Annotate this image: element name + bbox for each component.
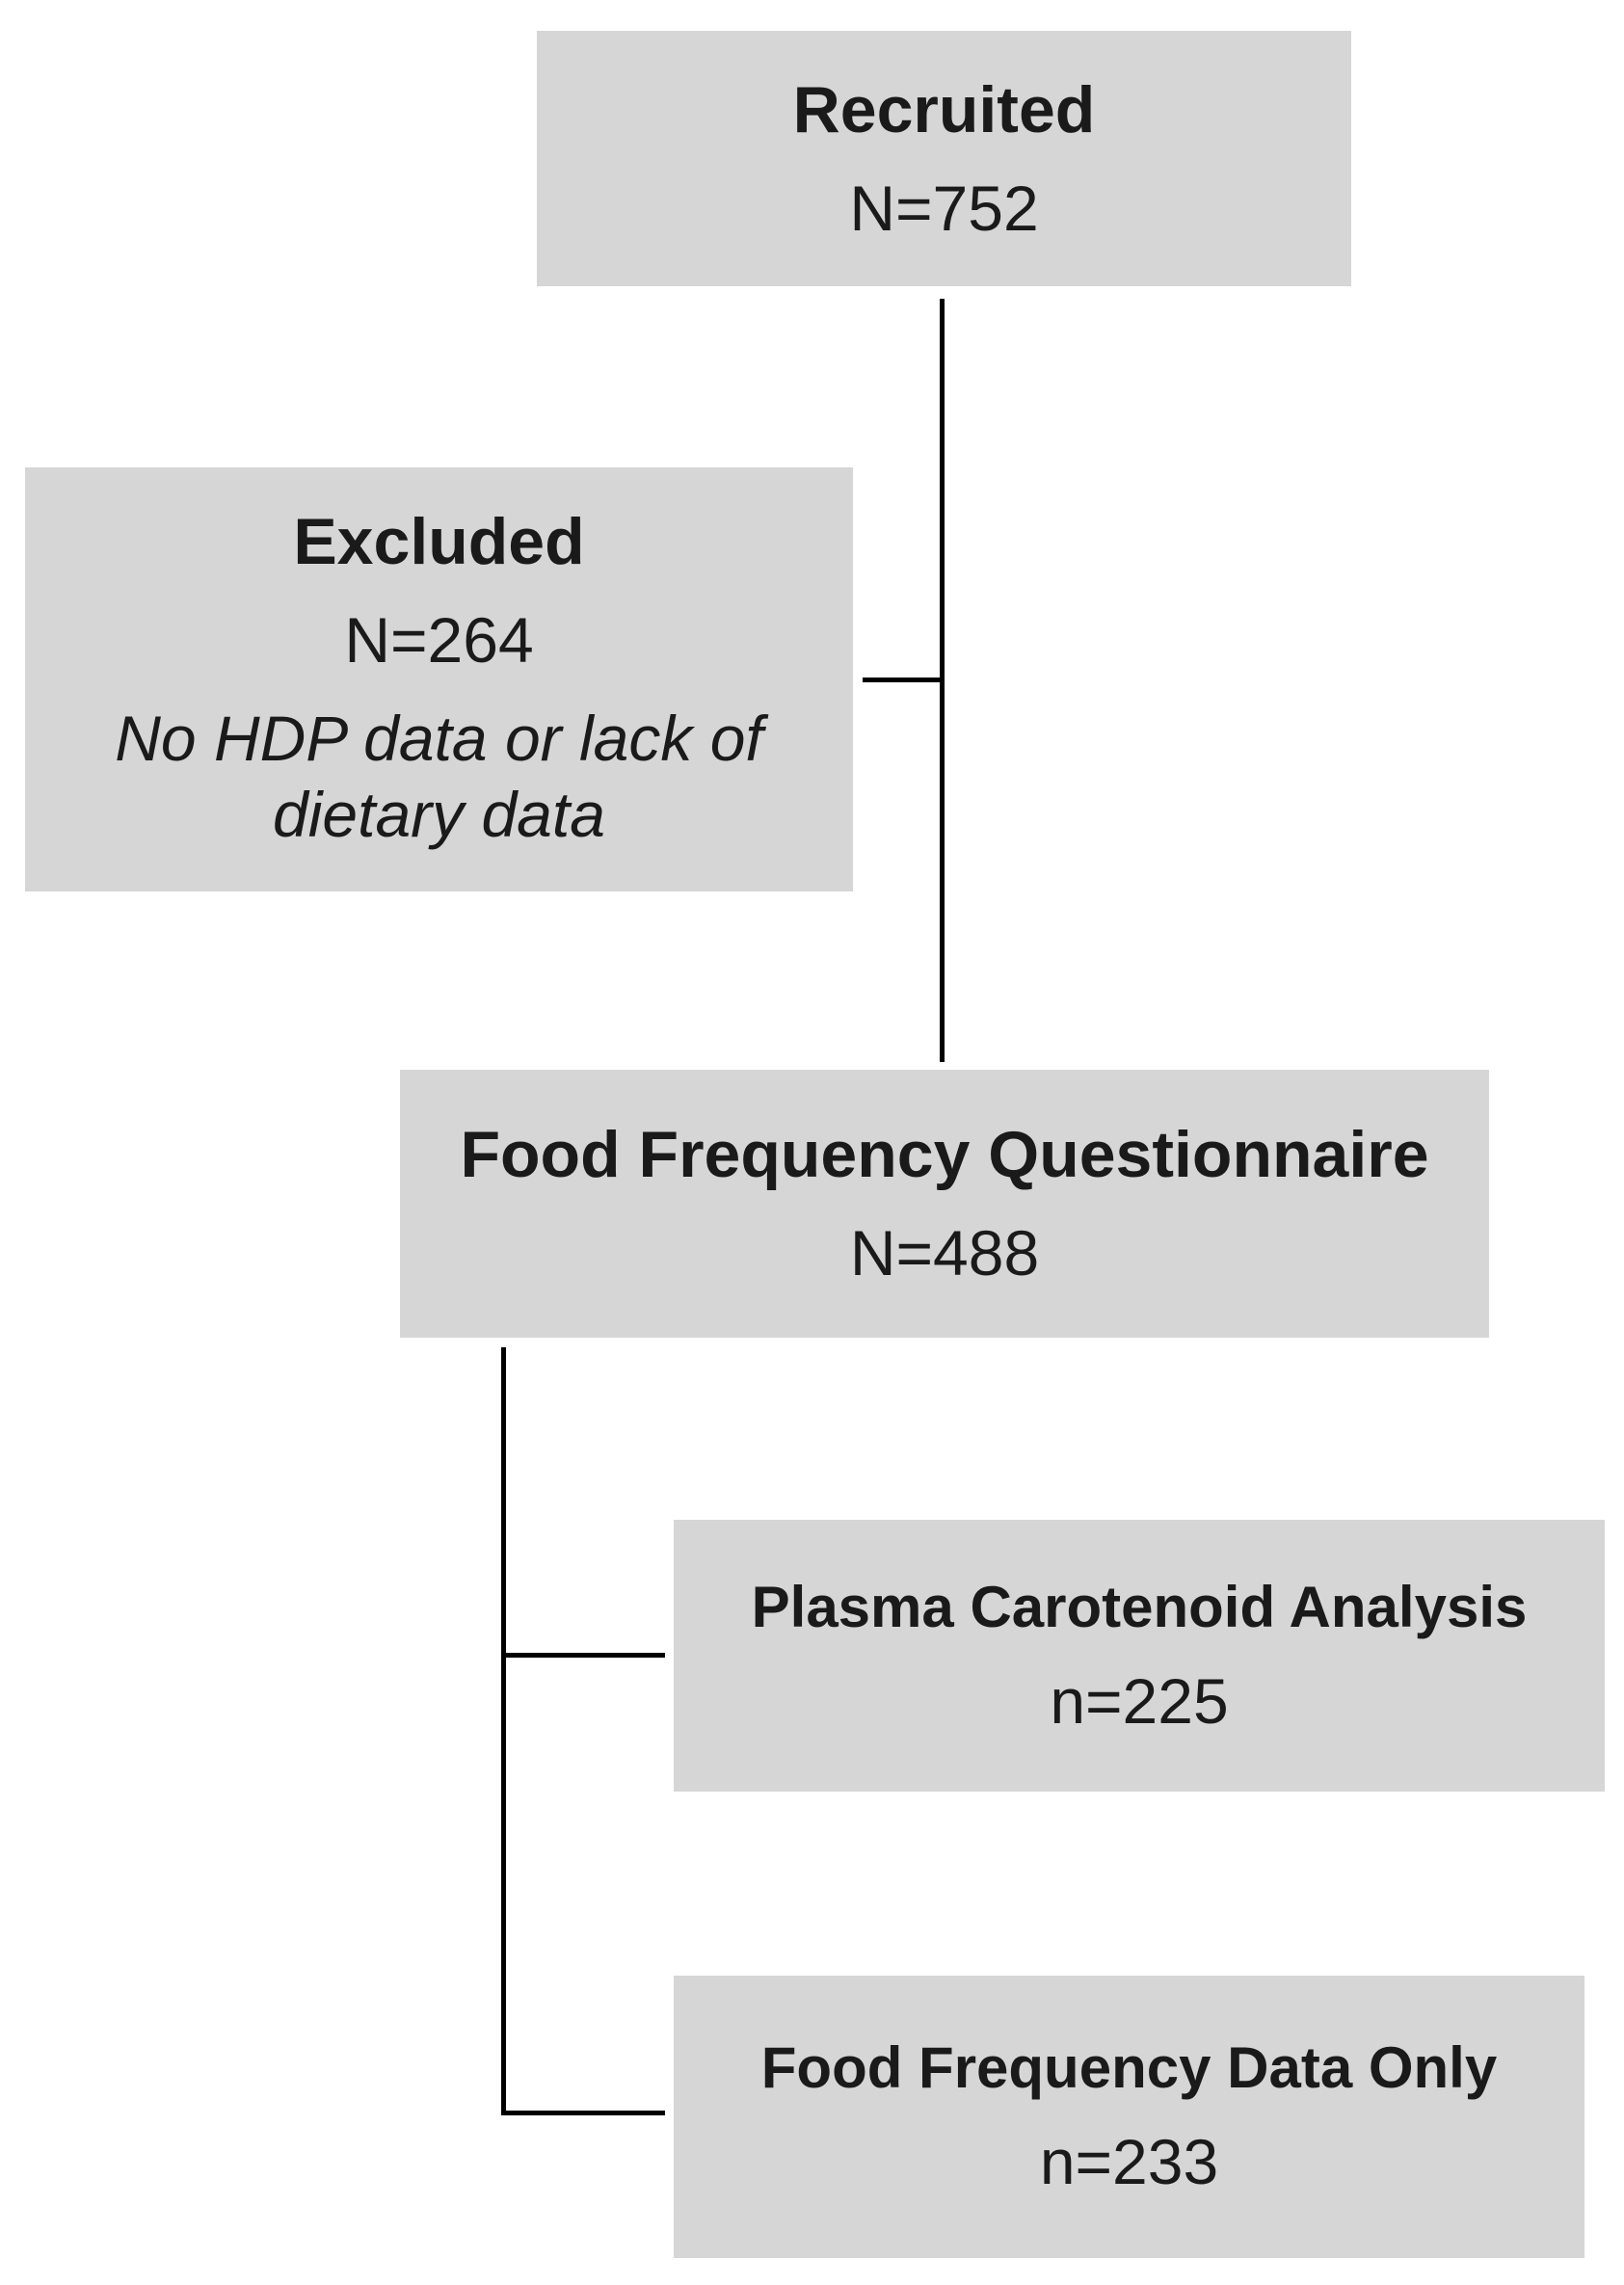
connector-subgroup-vertical (501, 1347, 506, 2115)
ffq-only-title: Food Frequency Data Only (760, 2035, 1498, 2101)
ffq-title: Food Frequency Questionnaire (460, 1118, 1429, 1192)
excluded-box: Excluded N=264 No HDP data or lack of di… (25, 467, 853, 891)
ffq-only-box: Food Frequency Data Only n=233 (674, 1976, 1584, 2258)
excluded-count: N=264 (344, 603, 534, 676)
recruited-box: Recruited N=752 (537, 31, 1351, 286)
plasma-carotenoid-count: n=225 (1050, 1664, 1229, 1737)
connector-ffq-only-branch (501, 2111, 665, 2115)
recruited-title: Recruited (792, 72, 1096, 146)
plasma-carotenoid-title: Plasma Carotenoid Analysis (751, 1574, 1528, 1639)
connector-plasma-branch (501, 1653, 665, 1658)
connector-excluded-branch (863, 678, 945, 682)
plasma-carotenoid-box: Plasma Carotenoid Analysis n=225 (674, 1520, 1605, 1792)
ffq-box: Food Frequency Questionnaire N=488 (400, 1070, 1489, 1338)
excluded-reason: No HDP data or lack of dietary data (115, 702, 763, 850)
ffq-only-count: n=233 (1039, 2126, 1219, 2198)
excluded-title: Excluded (293, 505, 585, 579)
recruited-count: N=752 (849, 172, 1039, 244)
ffq-count: N=488 (849, 1217, 1040, 1289)
